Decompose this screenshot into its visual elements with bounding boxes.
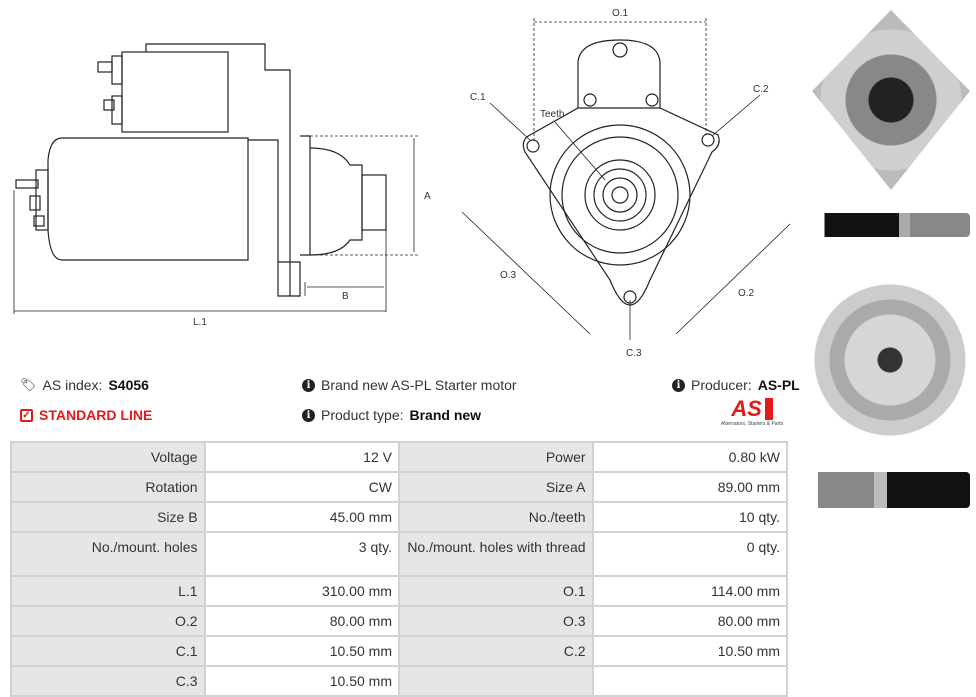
spec-label: C.1 <box>10 635 206 667</box>
product-photo-side[interactable] <box>812 213 970 237</box>
product-photo-front[interactable] <box>812 10 970 190</box>
dim-label-teeth: Teeth <box>540 109 564 120</box>
spec-label: C.2 <box>397 635 594 667</box>
standard-line-label: STANDARD LINE <box>39 407 153 423</box>
tags-icon: 🏷 <box>20 377 37 392</box>
spec-value: 89.00 mm <box>591 471 789 503</box>
checkbox-icon: ✓ <box>20 408 33 422</box>
spec-value: 0 qty. <box>591 531 789 577</box>
spec-label: O.3 <box>397 605 594 637</box>
spec-value: 10.50 mm <box>203 635 400 667</box>
side-view-drawing: A B L.1 <box>13 43 431 328</box>
as-index: 🏷 AS index: S4056 <box>20 377 149 393</box>
spec-label: Size B <box>10 501 206 533</box>
spec-label: No./mount. holes with thread <box>397 531 594 577</box>
spec-label: Voltage <box>10 441 206 473</box>
spec-value: 10.50 mm <box>591 635 789 667</box>
spec-value: 80.00 mm <box>203 605 400 637</box>
front-view-drawing: O.1 C.1 C.2 Teeth O.3 O.2 C.3 <box>461 8 791 359</box>
dim-label-c3: C.3 <box>626 348 642 359</box>
spec-value: 114.00 mm <box>591 575 789 607</box>
description: i Brand new AS-PL Starter motor <box>302 377 517 393</box>
spec-label: No./mount. holes <box>10 531 206 577</box>
spec-label: O.1 <box>397 575 594 607</box>
spec-value: 10 qty. <box>591 501 789 533</box>
info-icon: i <box>302 378 315 392</box>
dim-label-o2: O.2 <box>738 288 755 299</box>
spec-label: O.2 <box>10 605 206 637</box>
spec-value: 12 V <box>203 441 400 473</box>
spec-value: 0.80 kW <box>591 441 789 473</box>
spec-label: L.1 <box>10 575 206 607</box>
producer-label: Producer: <box>691 377 752 393</box>
spec-label: No./teeth <box>397 501 594 533</box>
as-index-label: AS index: <box>42 377 103 393</box>
spec-value: CW <box>203 471 400 503</box>
info-icon: i <box>672 378 685 392</box>
product-type-label: Product type: <box>321 407 404 423</box>
standard-line-badge: ✓ STANDARD LINE <box>20 407 152 423</box>
producer-value: AS-PL <box>757 377 800 393</box>
spec-label: Rotation <box>10 471 206 503</box>
spec-value: 310.00 mm <box>203 575 400 607</box>
dim-label-b: B <box>342 291 349 302</box>
dim-label-o3: O.3 <box>500 270 517 281</box>
spec-value: 45.00 mm <box>203 501 400 533</box>
info-icon: i <box>302 408 315 422</box>
dim-label-a: A <box>424 191 431 202</box>
product-photo-rear[interactable] <box>810 275 970 445</box>
dim-label-c2: C.2 <box>753 84 769 95</box>
spec-value: 3 qty. <box>203 531 400 577</box>
dim-label-l1: L.1 <box>193 317 207 328</box>
product-photo-side-2[interactable] <box>810 472 970 508</box>
spec-value: 80.00 mm <box>591 605 789 637</box>
spec-label: Power <box>397 441 594 473</box>
dim-label-o1: O.1 <box>612 8 629 19</box>
as-pl-logo: AS Alternators, Starters & Parts <box>712 398 792 428</box>
spec-label: Size A <box>397 471 594 503</box>
description-text: Brand new AS-PL Starter motor <box>321 377 517 393</box>
as-index-value: S4056 <box>108 377 149 393</box>
dim-label-c1: C.1 <box>470 92 486 103</box>
producer: i Producer: AS-PL <box>672 377 800 393</box>
product-type: i Product type: Brand new <box>302 407 481 423</box>
logo-text: AS <box>731 398 773 420</box>
product-type-value: Brand new <box>409 407 482 423</box>
logo-tagline: Alternators, Starters & Parts <box>720 421 784 427</box>
